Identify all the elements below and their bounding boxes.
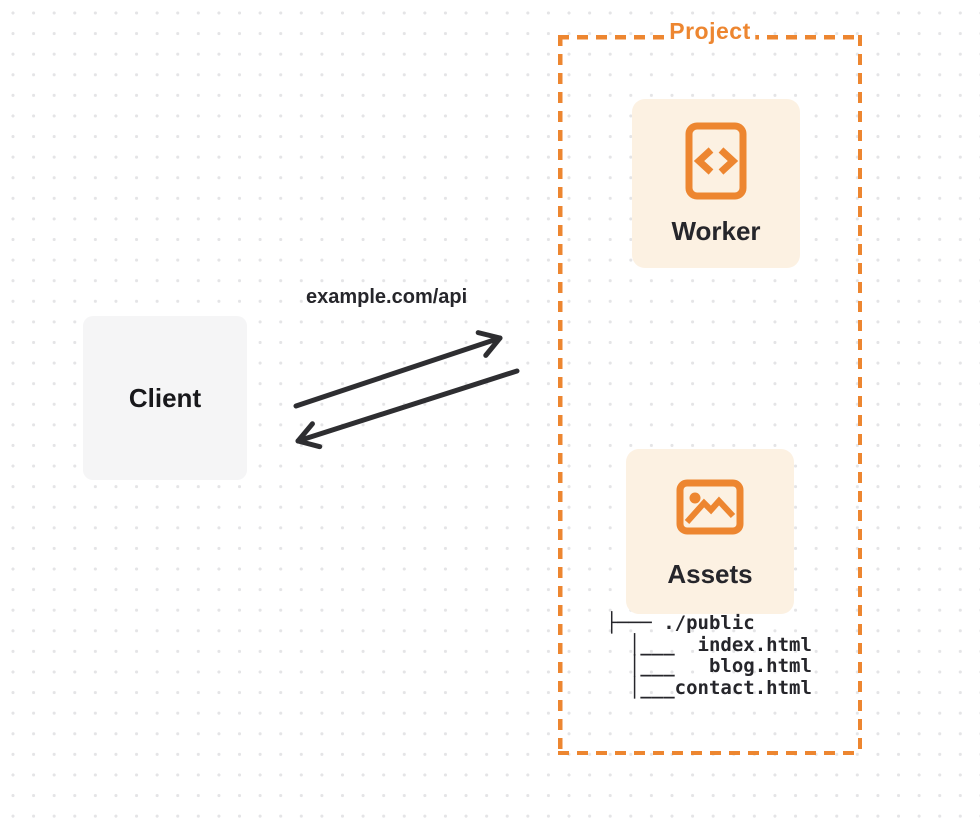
assets-label: Assets: [667, 559, 753, 589]
assets-node: Assets: [626, 449, 794, 614]
worker-label: Worker: [671, 216, 761, 246]
worker-node: Worker: [632, 99, 800, 268]
request-url-label: example.com/api: [306, 286, 468, 308]
request-arrow: [293, 330, 503, 409]
project-label: Project: [664, 17, 756, 45]
file-tree: ├─── ./public │___ index.html │___ blog.…: [606, 612, 812, 699]
code-document-icon: [685, 122, 747, 200]
client-label: Client: [128, 382, 202, 413]
response-arrow: [295, 368, 520, 450]
client-node: Client: [83, 316, 247, 480]
image-icon: [676, 479, 744, 535]
